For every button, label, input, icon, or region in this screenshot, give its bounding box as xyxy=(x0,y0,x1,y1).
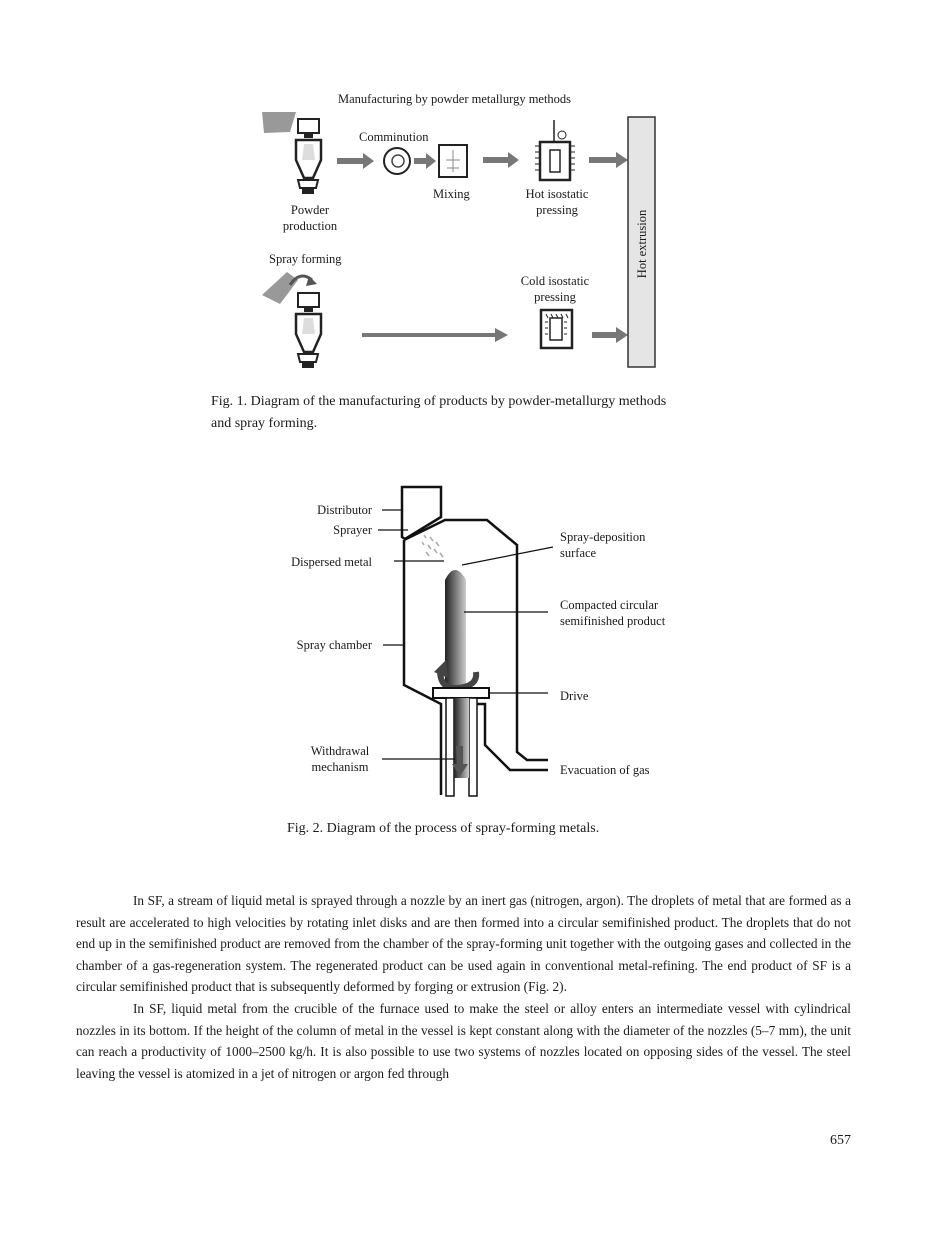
hot-extrusion-box xyxy=(627,116,656,368)
label-sprayer: Sprayer xyxy=(333,523,372,537)
distributor xyxy=(400,485,443,541)
label-evacuation-of-gas: Evacuation of gas xyxy=(560,763,650,777)
flow-arrows xyxy=(337,152,628,343)
sprayer-droplets xyxy=(421,534,444,558)
label-spray-chamber: Spray chamber xyxy=(296,638,372,652)
compacted-product-rod xyxy=(445,570,466,690)
body-text: In SF, a stream of liquid metal is spray… xyxy=(76,890,851,1084)
label-mixing: Mixing xyxy=(433,187,470,201)
label-spray-forming: Spray forming xyxy=(269,252,342,266)
mixing-icon xyxy=(438,144,468,178)
cold-isostatic-press-icon xyxy=(539,308,574,350)
leader-lines xyxy=(378,509,554,760)
hot-isostatic-press-icon xyxy=(535,120,575,182)
paragraph: In SF, a stream of liquid metal is spray… xyxy=(76,893,851,995)
figure-1-caption: Fig. 1. Diagram of the manufacturing of … xyxy=(211,394,667,431)
label-comminution: Comminution xyxy=(359,130,429,144)
figure-1-diagram xyxy=(262,112,656,368)
figure-1-title: Manufacturing by powder metallurgy metho… xyxy=(338,92,572,106)
spray-forming-atomizer-icon xyxy=(262,272,323,368)
figure-2-caption: Fig. 2. Diagram of the process of spray-… xyxy=(287,821,600,836)
page-number: 657 xyxy=(830,1133,851,1148)
figure-2-diagram xyxy=(378,485,554,797)
spray-chamber xyxy=(403,518,548,762)
withdrawal-shafts xyxy=(445,697,478,797)
comminution-icon xyxy=(383,147,411,175)
label-distributor: Distributor xyxy=(317,503,372,517)
label-drive: Drive xyxy=(560,689,589,703)
drive-plate xyxy=(432,687,490,699)
paragraph: In SF, liquid metal from the crucible of… xyxy=(76,1000,851,1081)
label-dispersed-metal: Dispersed metal xyxy=(291,555,372,569)
powder-atomizer-icon xyxy=(262,112,323,194)
